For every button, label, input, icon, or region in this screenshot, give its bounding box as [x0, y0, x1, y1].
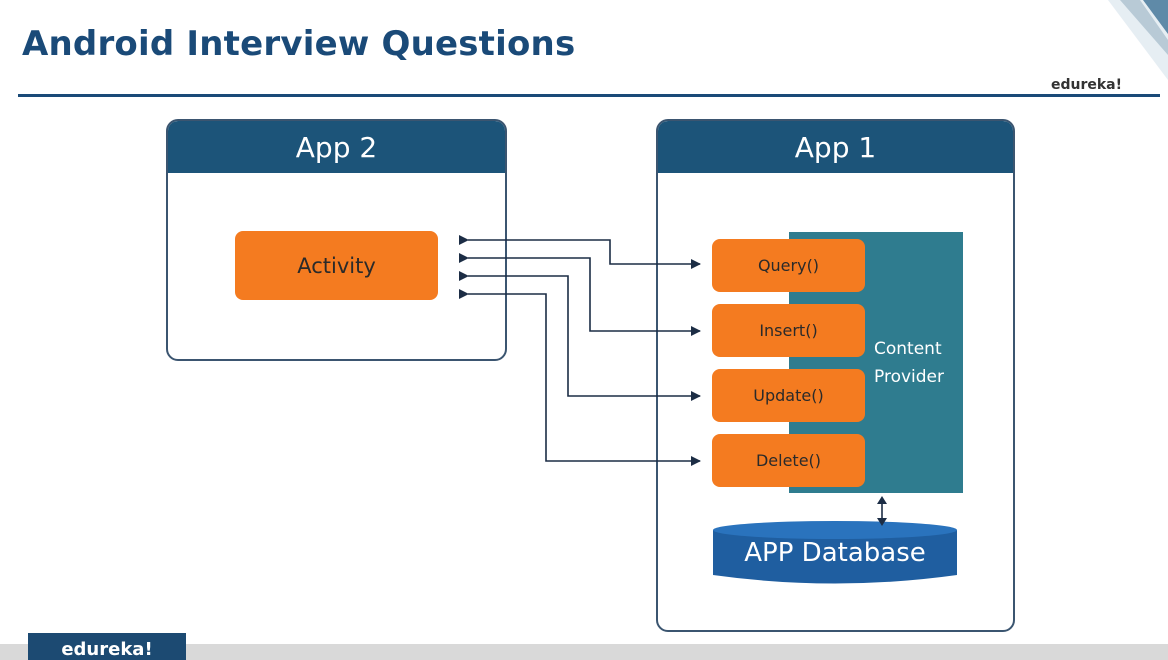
connector-delete — [459, 289, 701, 466]
app1-title: App 1 — [658, 121, 1013, 173]
activity-box: Activity — [235, 231, 438, 300]
method-insert: Insert() — [712, 304, 865, 357]
app2-title: App 2 — [168, 121, 505, 173]
slide-title: Android Interview Questions — [22, 24, 576, 64]
title-divider — [18, 94, 1160, 97]
footer-brand: edureka! — [28, 633, 186, 660]
connector-query — [459, 235, 701, 269]
provider-database-arrow — [877, 496, 887, 526]
app-database — [713, 521, 957, 584]
content-provider-label: Content Provider — [874, 339, 944, 387]
bottom-bar — [0, 644, 1168, 660]
method-query: Query() — [712, 239, 865, 292]
brand-logo: edureka! — [1050, 77, 1122, 93]
method-delete: Delete() — [712, 434, 865, 487]
app-database-label: APP Database — [744, 538, 926, 568]
method-update: Update() — [712, 369, 865, 422]
corner-decoration — [1108, 0, 1168, 80]
